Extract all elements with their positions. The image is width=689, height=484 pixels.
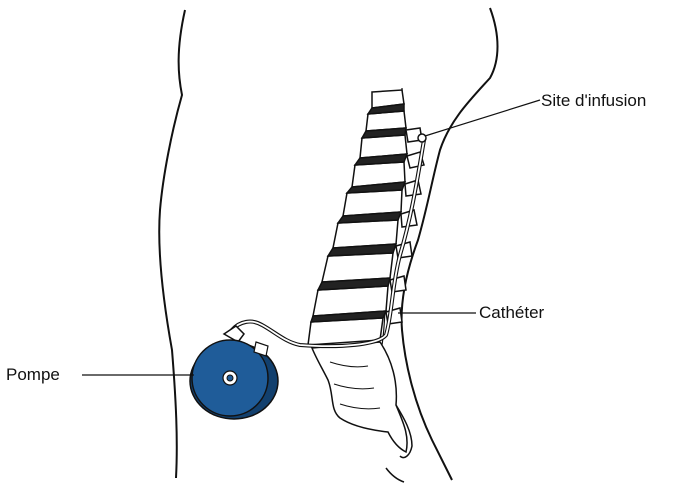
body-outline-back [402, 8, 498, 480]
pump-port-inner [227, 375, 233, 381]
sacrum [312, 342, 407, 452]
pump [190, 326, 278, 419]
leader-line-infusion-site [425, 100, 540, 136]
infusion-site-tip [418, 134, 426, 142]
catheter-label: Cathéter [479, 303, 544, 323]
body-outline-front [159, 10, 185, 478]
spine [308, 88, 424, 458]
infusion-site-label: Site d'infusion [541, 91, 646, 111]
buttock-line [386, 468, 404, 482]
vertebra [322, 253, 393, 282]
pump-label: Pompe [6, 365, 60, 385]
